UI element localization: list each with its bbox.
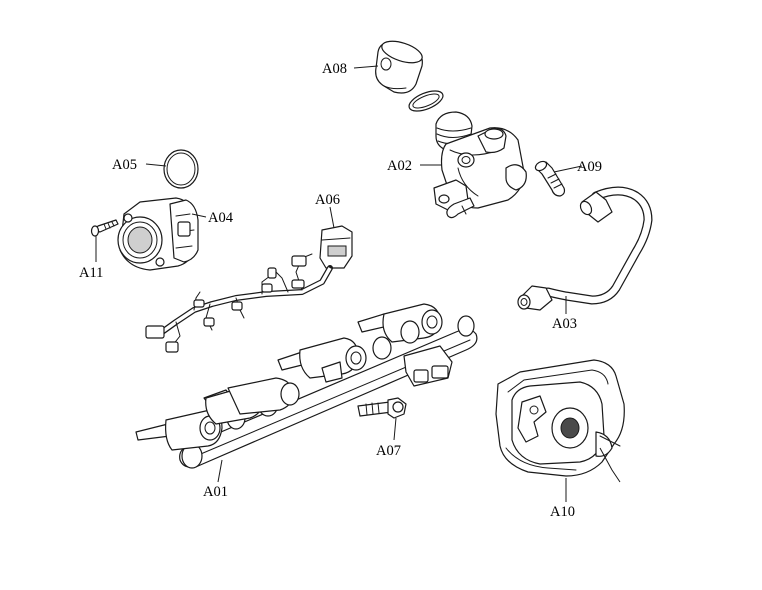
part-a10-cover (495, 359, 625, 483)
label-a06: A06 (315, 192, 340, 208)
label-a03: A03 (552, 316, 577, 332)
label-a05: A05 (112, 157, 137, 173)
part-a09-bolt (534, 160, 566, 197)
part-a05-gasket (163, 149, 199, 189)
part-a04-throttle-body (117, 197, 199, 271)
label-a09: A09 (577, 159, 602, 175)
part-a11-bolt (90, 219, 119, 237)
part-a07-bolt (357, 397, 407, 419)
part-labels: A08 A02 A09 A05 A04 A06 A11 A03 A07 A01 … (79, 61, 602, 520)
label-a01: A01 (203, 484, 228, 500)
part-a01-fuel-rail (135, 303, 478, 469)
part-a06-harness (145, 225, 353, 353)
label-a02: A02 (387, 158, 412, 174)
leader-lines (95, 65, 583, 502)
label-a11: A11 (79, 265, 103, 281)
part-a03-fuel-pipe (517, 186, 653, 311)
label-a04: A04 (208, 210, 234, 226)
part-a08-cap (375, 40, 423, 94)
label-a08: A08 (322, 61, 347, 77)
part-a08-oring (408, 90, 444, 112)
label-a07: A07 (376, 443, 401, 459)
part-a02-fuel-pump (433, 111, 527, 219)
label-a10: A10 (550, 504, 575, 520)
